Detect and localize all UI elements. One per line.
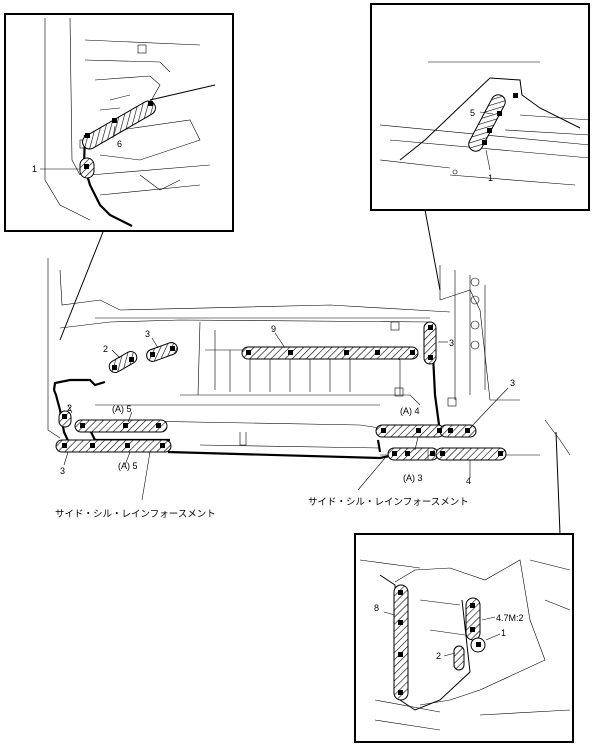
label-3-right: 3: [510, 378, 515, 388]
label-9: 9: [271, 324, 276, 334]
label-3-lower: 3: [60, 466, 65, 476]
inset-br-label-8: 8: [374, 603, 379, 613]
bolts: [62, 325, 503, 456]
label-3-right-upper: 3: [449, 338, 454, 348]
label-2-lower: 2: [67, 403, 72, 413]
inset-tl-label-6: 6: [117, 139, 122, 149]
caption-side-sill-left: サイド・シル・レインフォースメント: [55, 509, 216, 520]
inset-top-left: [4, 13, 234, 232]
label-4: 4: [466, 476, 471, 486]
label-a3: (A) 3: [403, 473, 423, 483]
inset-tr-label-5: 5: [470, 108, 475, 118]
inset-br-label-1: 1: [501, 628, 506, 638]
inset-bottom-right: [354, 533, 574, 743]
inset-br-label-torque: 4.7M:2: [496, 613, 524, 623]
label-2-upper: 2: [103, 344, 108, 354]
label-a5-top: (A) 5: [112, 404, 132, 414]
caption-side-sill-right: サイド・シル・レインフォースメント: [308, 497, 469, 508]
inset-tl-label-1: 1: [32, 164, 37, 174]
inset-tr-label-1: 1: [488, 173, 493, 183]
main-floor-view: [47, 258, 571, 501]
label-a5-bottom: (A) 5: [118, 461, 138, 471]
label-3-upper: 3: [145, 329, 150, 339]
inset-top-right: [370, 3, 591, 211]
label-a4: (A) 4: [400, 406, 420, 416]
inset-br-label-2: 2: [436, 651, 441, 661]
